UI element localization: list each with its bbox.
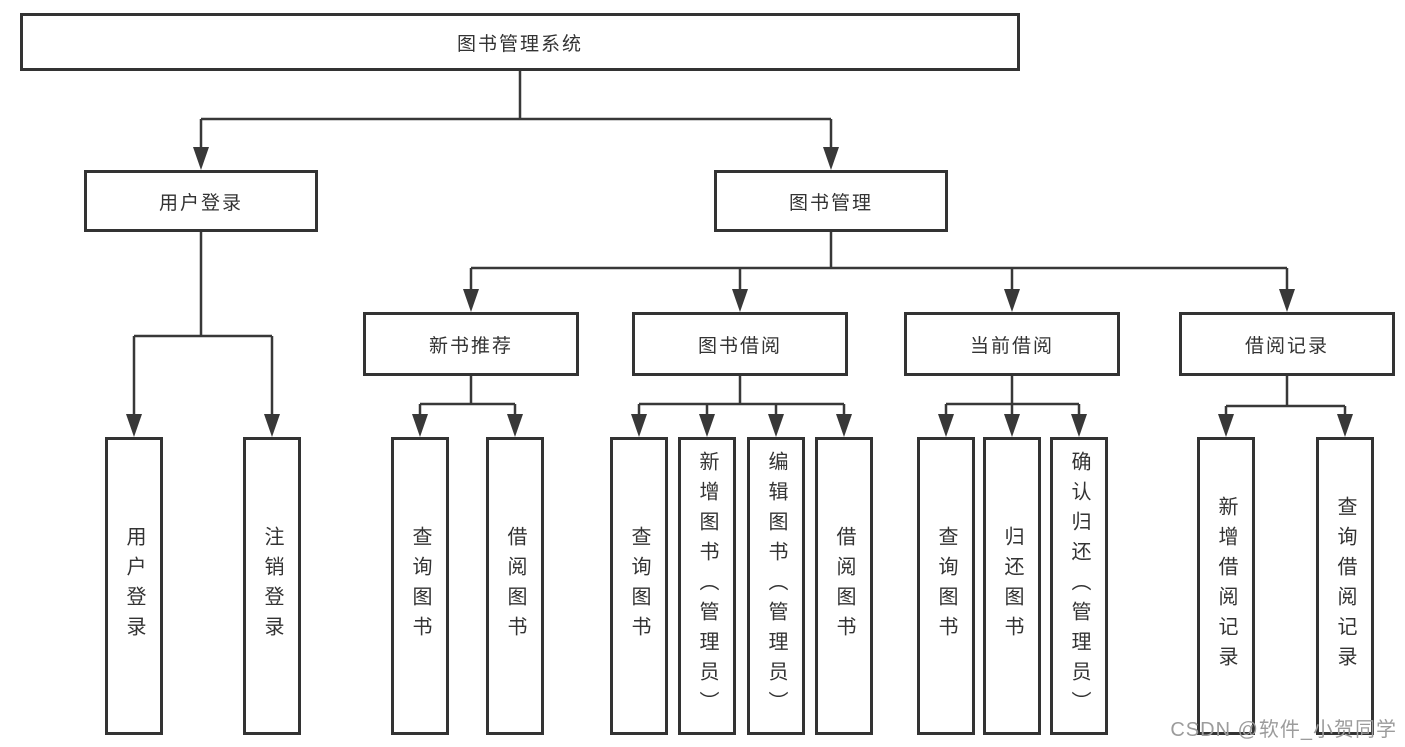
leaf-borrow-books: 借阅图书 [815, 437, 873, 735]
node-root-system: 图书管理系统 [20, 13, 1020, 71]
node-borrow-records: 借阅记录 [1179, 312, 1395, 376]
leaf-return-books: 归还图书 [983, 437, 1041, 735]
arrow-down-icon [412, 414, 428, 437]
leaf-add-book-admin: 新增图书（管理员） [678, 437, 736, 735]
arrow-down-icon [463, 289, 479, 312]
leaf-label: 查询图书 [935, 526, 957, 646]
arrow-down-icon [938, 414, 954, 437]
leaf-edit-book-admin: 编辑图书（管理员） [747, 437, 805, 735]
node-new-book-recommend: 新书推荐 [363, 312, 579, 376]
leaf-add-borrow-record: 新增借阅记录 [1197, 437, 1255, 735]
leaf-logout: 注销登录 [243, 437, 301, 735]
leaf-label: 新增图书（管理员） [696, 451, 718, 721]
arrow-down-icon [732, 289, 748, 312]
leaf-query-borrow-record: 查询借阅记录 [1316, 437, 1374, 735]
arrow-down-icon [823, 147, 839, 170]
leaf-query-books: 查询图书 [391, 437, 449, 735]
leaf-confirm-return-admin: 确认归还（管理员） [1050, 437, 1108, 735]
arrow-down-icon [1004, 414, 1020, 437]
node-current-borrow: 当前借阅 [904, 312, 1120, 376]
node-book-borrow: 图书借阅 [632, 312, 848, 376]
leaf-label: 查询图书 [628, 526, 650, 646]
leaf-label: 借阅图书 [504, 526, 526, 646]
arrow-down-icon [1071, 414, 1087, 437]
leaf-query-books: 查询图书 [917, 437, 975, 735]
arrow-down-icon [836, 414, 852, 437]
arrowheads [126, 147, 1353, 437]
arrow-down-icon [507, 414, 523, 437]
arrow-down-icon [768, 414, 784, 437]
arrow-down-icon [264, 414, 280, 437]
leaf-borrow-books: 借阅图书 [486, 437, 544, 735]
arrow-down-icon [1279, 289, 1295, 312]
csdn-watermark: CSDN @软件_小贺同学 [1170, 719, 1397, 741]
arrow-down-icon [1218, 414, 1234, 437]
leaf-query-books: 查询图书 [610, 437, 668, 735]
arrow-down-icon [631, 414, 647, 437]
leaf-label: 编辑图书（管理员） [765, 451, 787, 721]
arrow-down-icon [193, 147, 209, 170]
arrow-down-icon [126, 414, 142, 437]
arrow-down-icon [699, 414, 715, 437]
leaf-label: 借阅图书 [833, 526, 855, 646]
leaf-label: 确认归还（管理员） [1068, 451, 1090, 721]
leaf-label: 查询图书 [409, 526, 431, 646]
node-user-login: 用户登录 [84, 170, 318, 232]
leaf-user-login: 用户登录 [105, 437, 163, 735]
leaf-label: 注销登录 [261, 526, 283, 646]
arrow-down-icon [1337, 414, 1353, 437]
leaf-label: 用户登录 [123, 526, 145, 646]
connector-path [132, 70, 1347, 421]
arrow-down-icon [1004, 289, 1020, 312]
leaf-label: 新增借阅记录 [1215, 496, 1237, 676]
leaf-label: 归还图书 [1001, 526, 1023, 646]
node-book-management: 图书管理 [714, 170, 948, 232]
leaf-label: 查询借阅记录 [1334, 496, 1356, 676]
